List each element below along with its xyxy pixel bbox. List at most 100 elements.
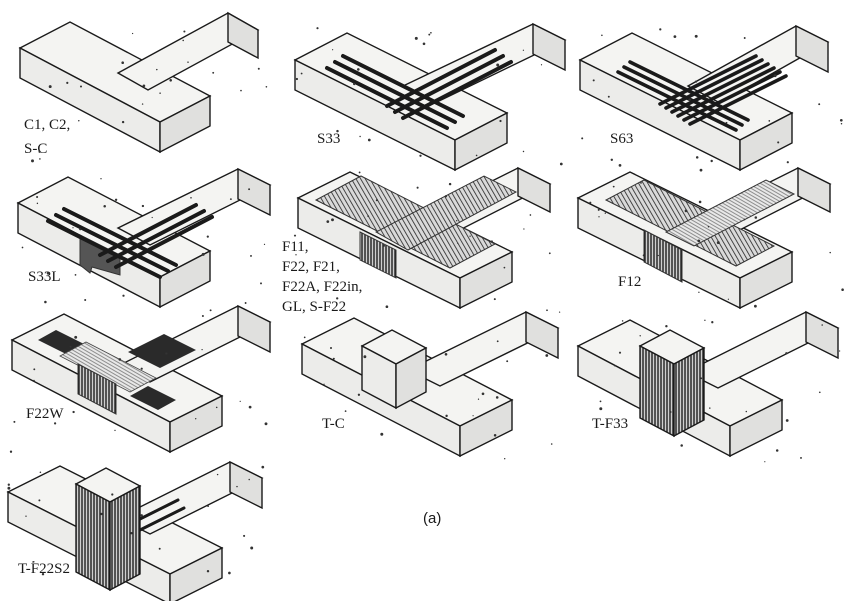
aggregate-dot <box>475 154 478 157</box>
aggregate-dot <box>688 98 691 101</box>
figure-caption: (a) <box>423 510 441 527</box>
cfrp-wrap <box>643 229 683 283</box>
aggregate-dot <box>640 182 642 184</box>
aggregate-dot <box>332 357 335 360</box>
column-stub <box>360 329 428 410</box>
aggregate-dot <box>694 80 698 83</box>
aggregate-dot <box>559 162 563 166</box>
concrete-texture <box>7 27 844 576</box>
aggregate-dot <box>727 298 730 300</box>
aggregate-dot <box>598 216 600 218</box>
aggregate-dot <box>639 335 641 337</box>
aggregate-dot <box>839 118 843 122</box>
cfrp-patch <box>128 334 196 368</box>
specimen-label: F22W <box>26 406 64 422</box>
aggregate-dot <box>695 156 699 159</box>
cfrp-strips <box>325 48 513 130</box>
aggregate-dot <box>216 473 219 476</box>
specimen-tf22s2: T-F22S2 <box>6 460 264 601</box>
cfrp-strips <box>46 203 214 279</box>
aggregate-dot <box>786 161 789 164</box>
aggregate-dot <box>607 95 610 98</box>
aggregate-dot <box>140 367 143 370</box>
aggregate-dot <box>419 154 422 157</box>
aggregate-dot <box>422 42 426 46</box>
aggregate-dot <box>169 79 172 82</box>
aggregate-dot <box>775 449 779 452</box>
aggregate-dot <box>236 485 238 488</box>
specimen-f11: F11, F22, F21, F22A, F22in, GL, S-F22 <box>282 166 552 315</box>
aggregate-dot <box>375 199 378 202</box>
aggregate-dot <box>118 358 122 361</box>
aggregate-dot <box>444 195 448 198</box>
cfrp-wrap <box>109 484 141 592</box>
aggregate-dot <box>704 319 706 322</box>
aggregate-dot <box>7 486 11 490</box>
aggregate-dot <box>201 252 205 256</box>
aggregate-dot <box>39 158 41 160</box>
aggregate-dot <box>261 465 265 469</box>
aggregate-dot <box>74 335 78 339</box>
aggregate-dot <box>72 227 74 229</box>
cfrp-wrap <box>77 363 117 415</box>
aggregate-dot <box>477 398 480 400</box>
specimen-label: F11, <box>282 239 309 255</box>
specimen-c1: C1, C2, S-C <box>18 11 260 157</box>
aggregate-dot <box>764 461 766 463</box>
aggregate-dot <box>100 178 102 180</box>
cfrp-wrap <box>374 175 518 251</box>
cfrp-wrap <box>664 179 796 247</box>
aggregate-dot <box>358 171 361 174</box>
aggregate-dot <box>818 391 821 394</box>
aggregate-dot <box>838 350 841 352</box>
aggregate-dot <box>367 215 370 217</box>
aggregate-dot <box>745 410 748 413</box>
aggregate-dot <box>457 242 459 245</box>
aggregate-dot <box>207 505 209 508</box>
aggregate-dot <box>659 28 662 31</box>
aggregate-dot <box>773 74 777 78</box>
aggregate-dot <box>264 422 268 426</box>
aggregate-dot <box>265 85 268 88</box>
aggregate-dot <box>140 514 143 517</box>
aggregate-dot <box>621 320 624 322</box>
aggregate-dot <box>529 214 532 216</box>
aggregate-dot <box>448 182 452 186</box>
aggregate-dot <box>300 72 303 75</box>
aggregate-dot <box>183 30 186 33</box>
aggregate-dot <box>840 123 843 125</box>
aggregate-dot <box>159 92 161 94</box>
aggregate-dot <box>257 67 260 70</box>
specimen-s33: S33 <box>293 22 567 172</box>
aggregate-dot <box>114 429 116 432</box>
aggregate-dot <box>694 34 698 38</box>
aggregate-dot <box>754 216 758 219</box>
aggregate-dot <box>430 31 432 34</box>
specimen-label: T-F22S2 <box>18 561 70 577</box>
aggregate-dot <box>248 478 250 481</box>
aggregate-dot <box>540 64 543 66</box>
aggregate-dot <box>78 120 80 122</box>
aggregate-dot <box>190 197 192 199</box>
aggregate-dot <box>669 410 672 414</box>
aggregate-dot <box>506 360 509 363</box>
aggregate-dot <box>32 560 35 563</box>
aggregate-dot <box>53 422 57 425</box>
aggregate-dot <box>248 405 252 409</box>
aggregate-dot <box>326 220 330 223</box>
specimen-label: S33 <box>317 131 340 147</box>
aggregate-dot <box>711 321 714 324</box>
aggregate-dot <box>414 36 418 40</box>
aggregate-dot <box>72 410 75 414</box>
aggregate-dot <box>604 212 606 214</box>
aggregate-dot <box>44 300 47 304</box>
specimen-label: S33L <box>28 269 61 285</box>
specimen-label: C1, C2, <box>24 117 70 133</box>
aggregate-dot <box>522 150 525 153</box>
aggregate-dot <box>79 85 83 88</box>
aggregate-dot <box>239 400 241 403</box>
aggregate-dot <box>709 407 711 409</box>
aggregate-dot <box>25 515 27 517</box>
specimen-label: F22, F21, <box>282 259 340 275</box>
